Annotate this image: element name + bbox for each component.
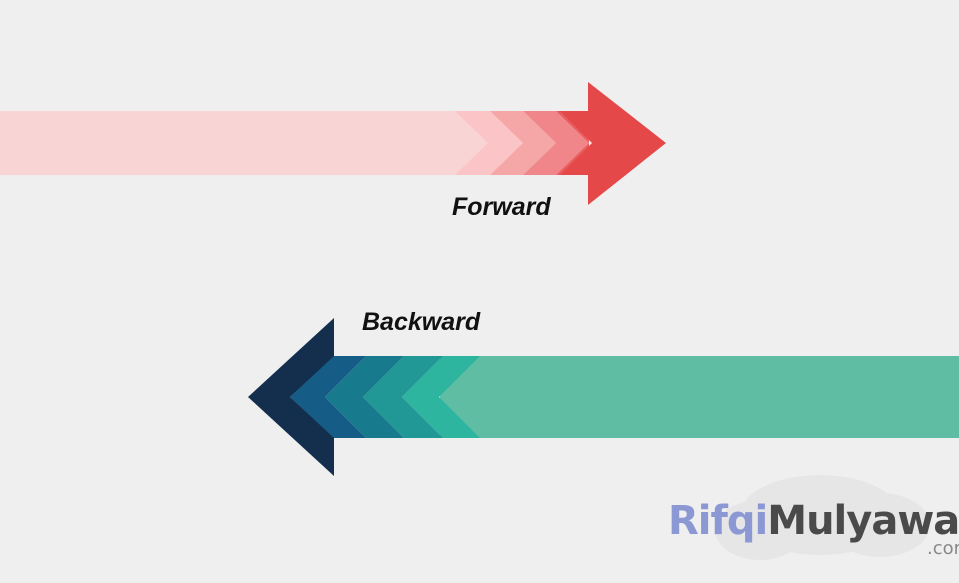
backward-chevron-3	[325, 356, 404, 438]
watermark-part1: Rifqi	[668, 498, 768, 544]
forward-label: Forward	[452, 193, 551, 221]
forward-arrow	[0, 82, 666, 205]
backward-arrow-head	[248, 318, 334, 476]
backward-chevron-1	[402, 356, 480, 438]
forward-arrow-head	[560, 82, 666, 205]
backward-arrow-tail	[440, 356, 959, 438]
forward-arrow-tail	[0, 111, 490, 175]
watermark-suffix: .com	[927, 538, 959, 559]
forward-chevron-1	[455, 111, 523, 175]
backward-arrow	[248, 318, 959, 476]
backward-chevron-2	[363, 356, 443, 438]
backward-chevron-4	[290, 356, 366, 438]
watermark-part2: Mulyawan	[767, 498, 959, 544]
watermark-cloud	[715, 475, 930, 560]
backward-label: Backward	[362, 308, 481, 336]
watermark-logo: RifqiMulyawan	[668, 498, 959, 544]
